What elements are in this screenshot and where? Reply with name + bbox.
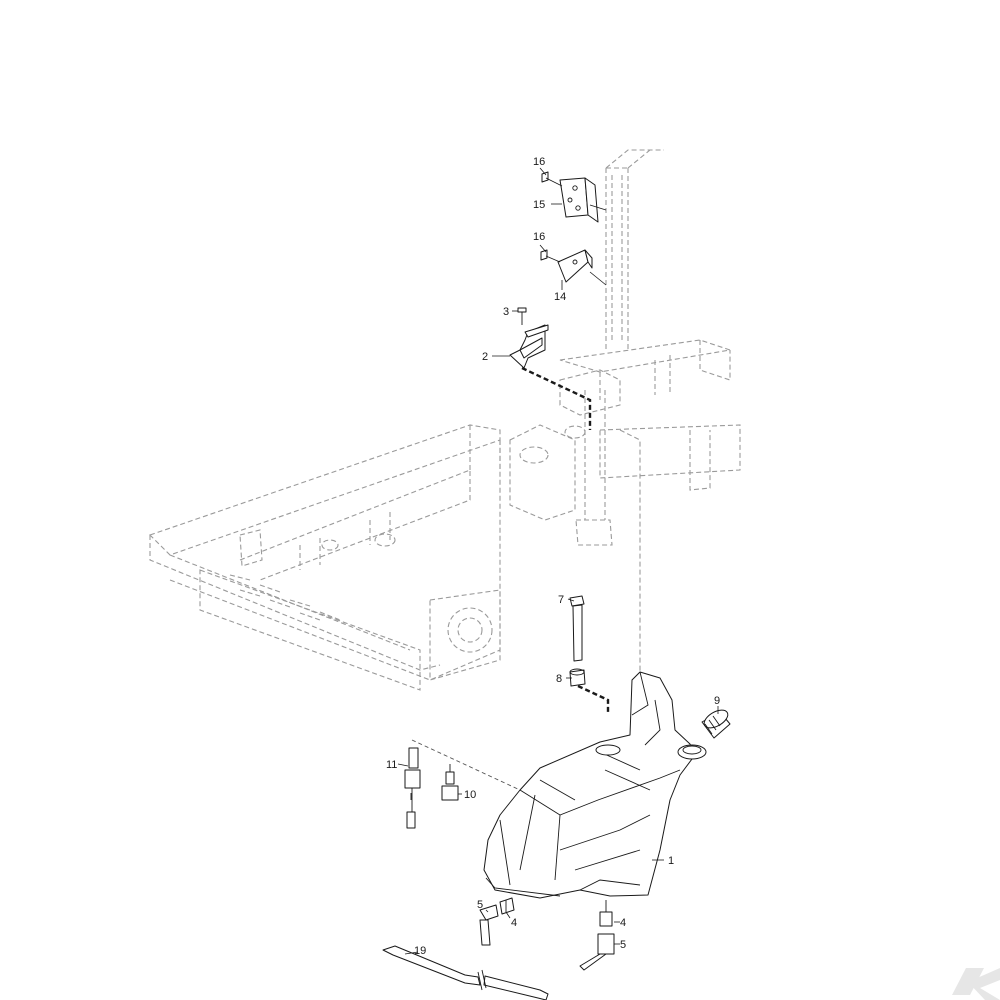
bracket-2 (509, 324, 549, 369)
callout-labels: 16 15 16 14 3 2 7 8 9 11 10 1 5 4 4 5 19 (386, 156, 720, 957)
callout-9: 9 (714, 695, 720, 707)
bolt-16-lower (540, 249, 561, 263)
callout-2: 2 (482, 351, 488, 363)
callout-leaders (397, 167, 719, 955)
mower-frame-outline (148, 149, 741, 700)
callout-16-upper: 16 (533, 156, 545, 168)
fuel-cap-9 (701, 709, 731, 739)
fitting-4-left (499, 897, 515, 915)
vent-tube-7 (569, 595, 585, 662)
callout-3: 3 (503, 306, 509, 318)
callout-8: 8 (556, 673, 562, 685)
callout-19: 19 (414, 945, 426, 957)
elbow-5-left (479, 904, 499, 946)
fit-line-bracket-2 (521, 366, 592, 430)
elbow-5-right (579, 933, 615, 971)
bolt-3 (517, 307, 527, 325)
grommet-8 (569, 668, 586, 687)
bolt-16-upper (541, 171, 563, 187)
callout-4-right: 4 (620, 917, 626, 929)
fuel-tank-1 (483, 671, 707, 899)
fuel-filter-11 (404, 747, 421, 829)
callout-5-left: 5 (477, 899, 483, 911)
callout-15: 15 (533, 199, 545, 211)
fit-line-filter-11 (411, 739, 521, 791)
callout-14: 14 (554, 291, 566, 303)
callout-1: 1 (668, 855, 674, 867)
shutoff-valve-10 (441, 764, 459, 801)
fuel-hose-19 (382, 945, 549, 1000)
callout-11: 11 (386, 759, 397, 771)
bracket-14 (557, 249, 607, 286)
callout-7: 7 (558, 594, 564, 606)
k-logo-icon (952, 968, 1000, 1000)
fitting-4-right (599, 900, 613, 927)
callout-10: 10 (464, 789, 476, 801)
callout-16-lower: 16 (533, 231, 545, 243)
callout-5-right: 5 (620, 939, 626, 951)
callout-4-left: 4 (511, 917, 517, 929)
fit-line-grommet-8 (577, 684, 610, 712)
bracket-15 (559, 177, 607, 223)
